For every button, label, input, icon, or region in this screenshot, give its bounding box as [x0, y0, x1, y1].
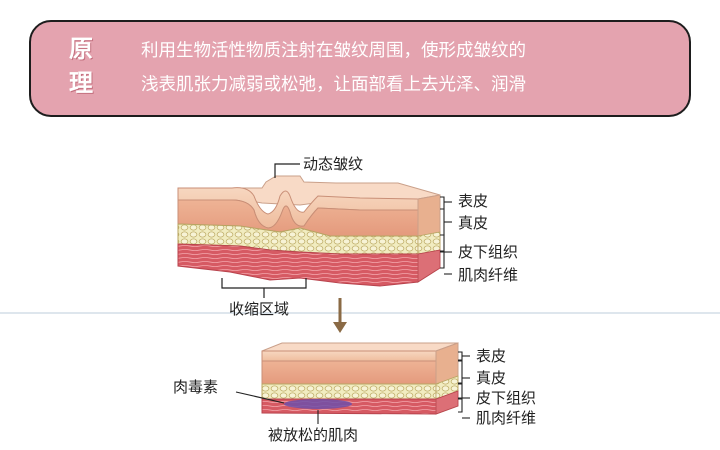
dynamic-wrinkle-label: 动态皱纹: [303, 155, 363, 173]
top-layer-label-epidermis: 表皮: [458, 192, 488, 210]
contraction-zone-label: 收缩区域: [229, 300, 289, 318]
banner-description: 利用生物活性物质注射在皱纹周围，使形成皱纹的 浅表肌张力减弱或松弛，让面部看上去…: [141, 34, 681, 102]
down-arrow-icon: [333, 298, 347, 333]
top-layer-label-muscle: 肌肉纤维: [458, 266, 518, 284]
banner-text-line-2: 浅表肌张力减弱或松弛，让面部看上去光泽、润滑: [141, 75, 526, 95]
bottom-layer-label-muscle: 肌肉纤维: [476, 409, 536, 427]
bottom-layer-label-subcutaneous: 皮下组织: [476, 389, 536, 407]
top-skin-block: [177, 175, 441, 287]
top-layer-brackets: [440, 196, 452, 275]
toxin-pointer: [235, 391, 285, 404]
toxin-spread: [284, 399, 352, 409]
bottom-layer-label-dermis: 真皮: [476, 369, 506, 387]
banner-title-line-1: 原: [69, 35, 93, 63]
top-layer-label-dermis: 真皮: [458, 214, 488, 232]
banner-text-line-1: 利用生物活性物质注射在皱纹周围，使形成皱纹的: [141, 41, 526, 61]
principle-banner: 原 理 利用生物活性物质注射在皱纹周围，使形成皱纹的 浅表肌张力减弱或松弛，让面…: [29, 20, 691, 117]
relaxed-muscle-label: 被放松的肌肉: [268, 426, 358, 444]
bottom-layer-brackets: [458, 351, 470, 419]
banner-title: 原 理: [61, 32, 101, 100]
top-layer-label-subcutaneous: 皮下组织: [458, 243, 518, 261]
wrinkle-pointer: [274, 163, 300, 178]
bottom-layer-label-epidermis: 表皮: [476, 347, 506, 365]
toxin-label: 肉毒素: [173, 378, 218, 396]
contraction-bracket: [221, 278, 307, 289]
bottom-skin-block: [261, 342, 459, 415]
banner-title-line-2: 理: [69, 69, 93, 97]
